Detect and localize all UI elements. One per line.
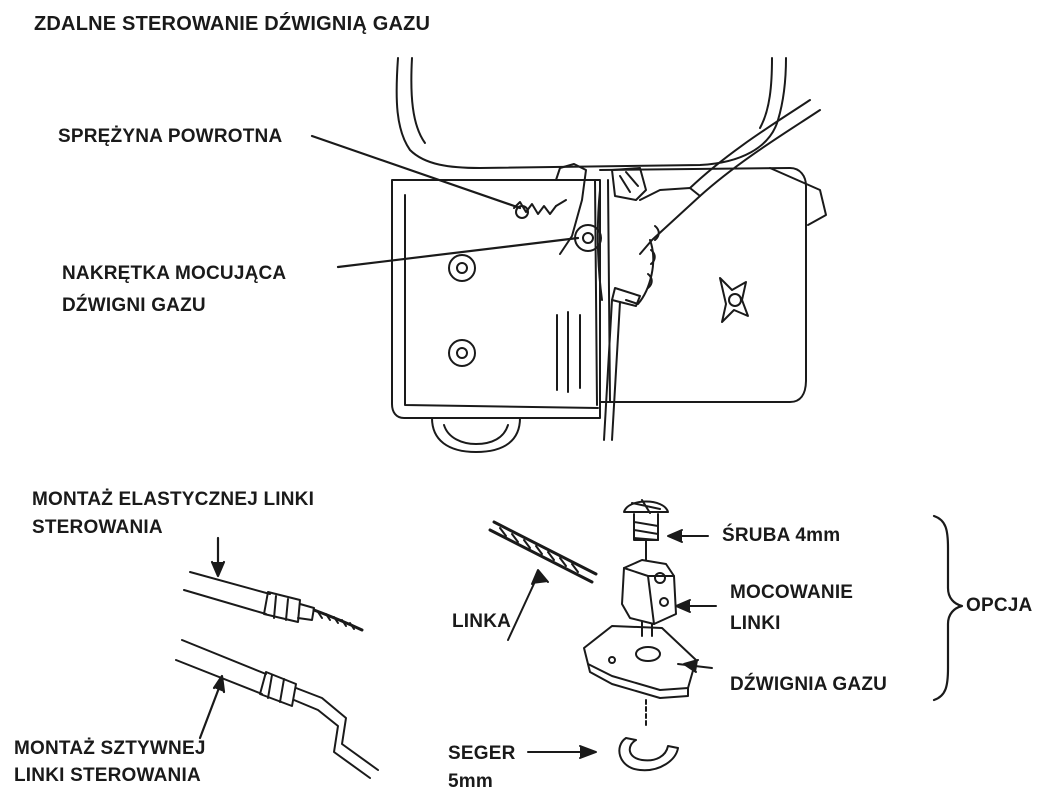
option-brace (932, 514, 964, 702)
label-return-spring: SPRĘŻYNA POWROTNA (58, 126, 283, 147)
screw-4mm (623, 499, 709, 561)
label-flexible-cable-line2: STEROWANIA (32, 517, 163, 538)
throttle-mechanism (555, 99, 821, 441)
cable-holder (621, 559, 717, 637)
diagram-title: ZDALNE STEROWANIE DŹWIGNIĄ GAZU (34, 13, 431, 35)
linka-wire (488, 520, 598, 641)
fuel-tank (395, 57, 787, 169)
label-circlip-line1: SEGER (448, 743, 516, 764)
label-solid-cable-line1: MONTAŻ SZTYWNEJ (14, 738, 206, 759)
wing-nut (719, 277, 749, 323)
mounting-holes (448, 254, 581, 393)
label-flexible-cable-line1: MONTAŻ ELASTYCZNEJ LINKI (32, 489, 315, 510)
label-screw: ŚRUBA 4mm (722, 525, 841, 546)
label-circlip-line2: 5mm (448, 771, 493, 792)
solid-cable-assembly (175, 639, 379, 779)
label-cable-holder-line2: LINKI (730, 613, 781, 634)
label-wire: LINKA (452, 611, 512, 632)
label-solid-cable-line2: LINKI STEROWANIA (14, 765, 201, 786)
label-cable-holder-line1: MOCOWANIE (730, 582, 854, 603)
label-throttle-lever: DŹWIGNIA GAZU (730, 674, 888, 695)
engine-housing (391, 167, 827, 453)
arrows-bottom-left (198, 536, 226, 740)
label-lever-nut-line1: NAKRĘTKA MOCUJĄCA (62, 263, 287, 284)
return-spring (513, 199, 567, 219)
flexible-cable-assembly (183, 571, 364, 632)
leader-lines-top (310, 134, 580, 269)
label-option: OPCJA (966, 595, 1033, 616)
label-lever-nut-line2: DŹWIGNI GAZU (62, 295, 206, 316)
throttle-lever-plate (583, 625, 713, 699)
circlip-5mm (527, 699, 679, 772)
